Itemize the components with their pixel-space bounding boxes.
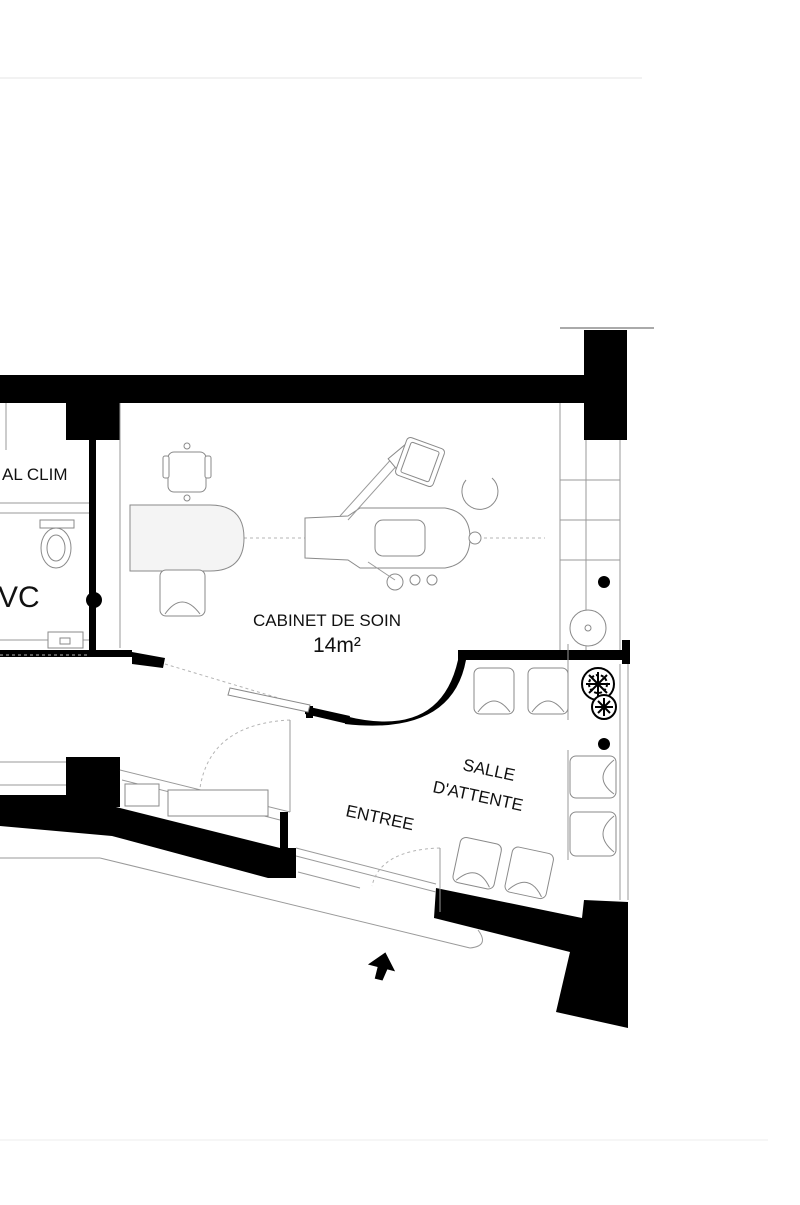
lower-right-wall — [434, 888, 628, 1028]
wc-partition — [89, 438, 96, 656]
plant-icon-2 — [591, 694, 617, 720]
furniture — [39, 436, 617, 900]
treatment-desk — [129, 504, 245, 572]
salle-label-line1: SALLE — [461, 755, 517, 785]
waiting-chair-2 — [527, 667, 569, 715]
dental-chair — [304, 436, 499, 591]
cabinet-area: 14m² — [313, 634, 361, 657]
sheet-border-lines — [0, 77, 768, 1141]
column-dot-2 — [598, 738, 610, 750]
interior-lines — [0, 403, 629, 949]
up-arrow-icon — [367, 952, 396, 981]
cabinet-sink — [569, 609, 607, 647]
column-dot-1 — [598, 576, 610, 588]
waiting-chair-5 — [452, 836, 502, 890]
door-jamb-mid — [306, 706, 313, 718]
lower-left-wall — [0, 795, 296, 878]
waiting-chair-4 — [569, 811, 617, 857]
cabinet-diagonal-wall-2 — [305, 706, 350, 724]
cabinet-diagonal-wall — [132, 652, 165, 668]
office-chair-bottom — [159, 569, 206, 617]
wc-bottom-wall — [0, 650, 132, 657]
waiting-chair-1 — [473, 667, 515, 715]
right-wall-marker — [622, 640, 630, 664]
toilet — [39, 519, 75, 569]
door-jamb-left — [280, 812, 288, 848]
entree-label: ENTREE — [344, 801, 415, 834]
wc-label: VC — [0, 581, 40, 614]
partition-column — [86, 592, 102, 608]
walls — [0, 330, 630, 1028]
right-column-top — [584, 330, 627, 440]
office-chair-top — [162, 442, 212, 502]
clim-label: AL CLIM — [2, 465, 68, 484]
cabinet-title: CABINET DE SOIN — [253, 611, 401, 630]
curved-wall — [345, 650, 628, 726]
wc-sink — [47, 631, 84, 649]
waiting-chair-6 — [504, 846, 554, 900]
left-wall-pier — [66, 398, 120, 440]
waiting-chair-3 — [569, 755, 617, 799]
